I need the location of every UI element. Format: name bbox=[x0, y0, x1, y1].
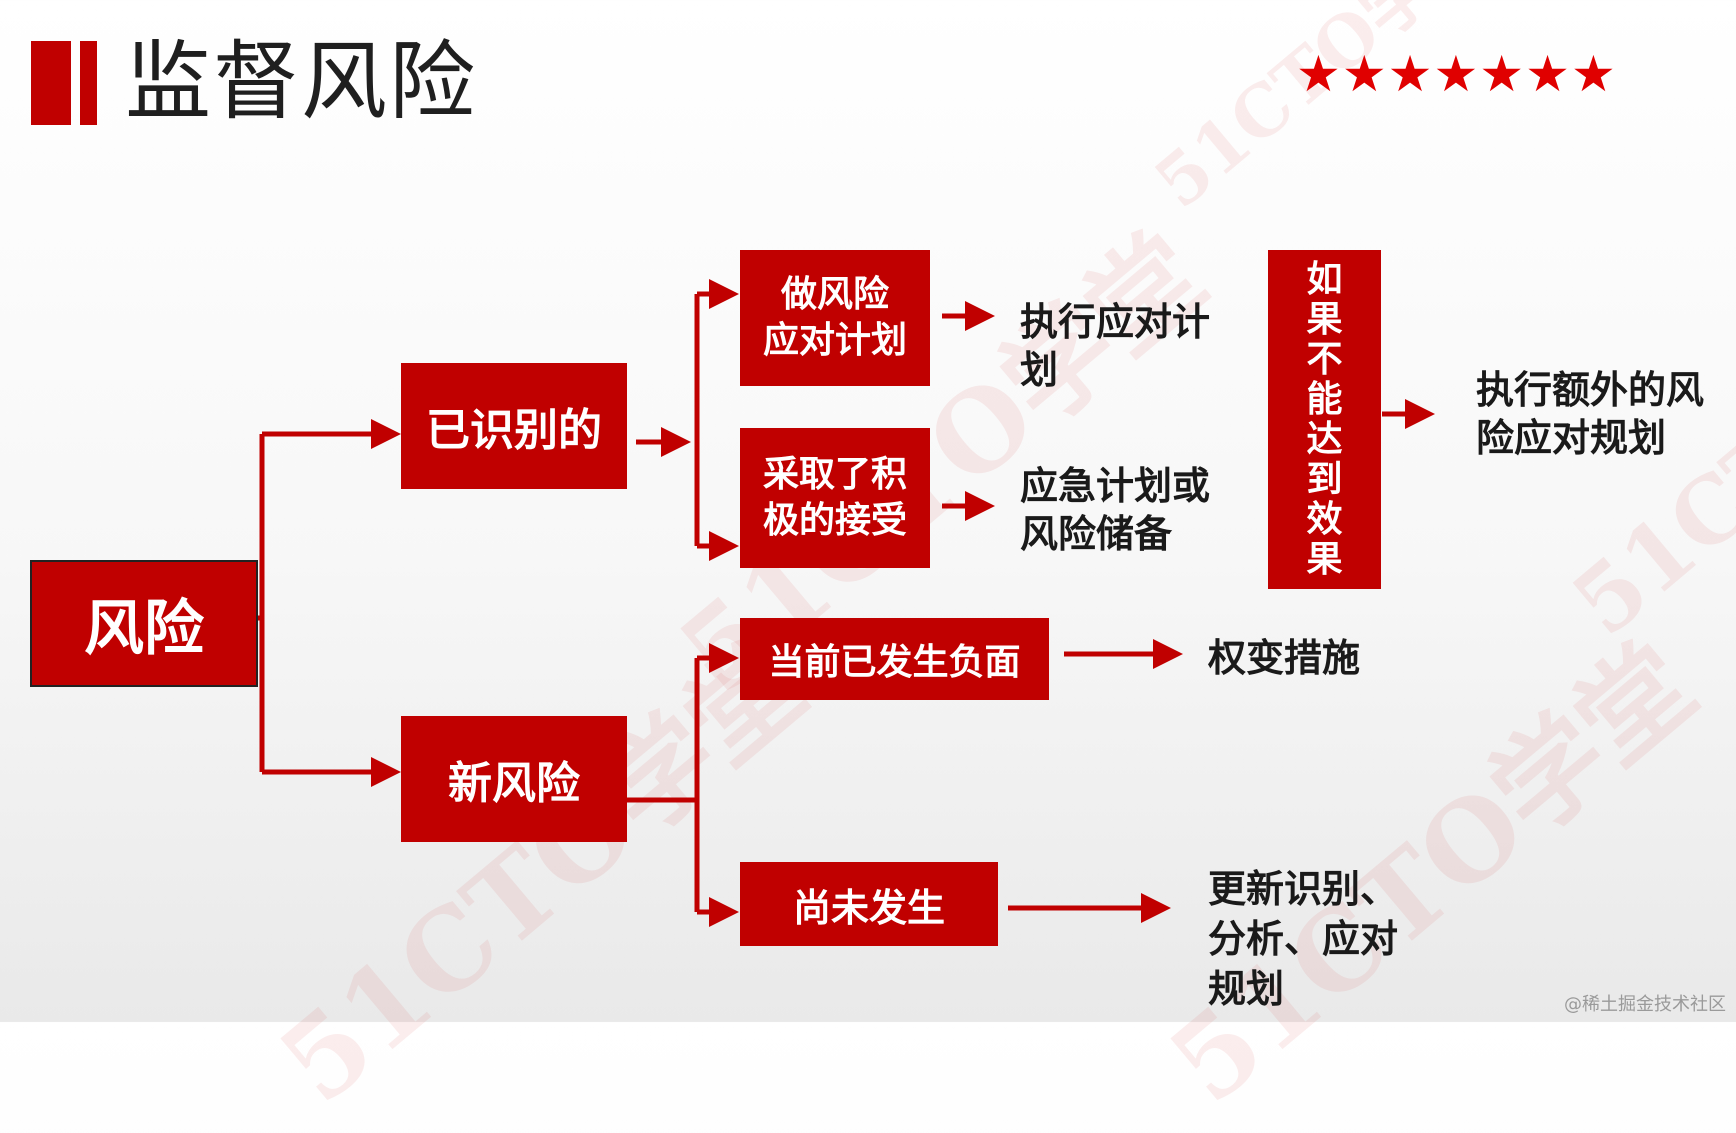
node-if-not-effective: 如 果 不 能 达 到 效 果 bbox=[1268, 250, 1381, 589]
outcome-update-line-1: 更新识别、 bbox=[1208, 867, 1399, 911]
page-title: 监督风险 bbox=[125, 32, 477, 132]
title-accent-bar-narrow bbox=[80, 41, 97, 125]
outcome-update-line-3: 规划 bbox=[1208, 967, 1285, 1011]
outcome-extra-plan: 执行额外的风 险应对规划 bbox=[1476, 366, 1704, 462]
outcome-update: 更新识别、 分析、应对 规划 bbox=[1208, 864, 1398, 1014]
vertical-char-1: 如 bbox=[1306, 258, 1343, 300]
node-make-plan-line-2: 应对计划 bbox=[762, 320, 907, 361]
vertical-char-5: 达 bbox=[1306, 418, 1343, 460]
outcome-execute-plan: 执行应对计 划 bbox=[1020, 298, 1210, 394]
node-new-risk: 新风险 bbox=[401, 716, 627, 842]
node-active-accept-line-1: 采取了积 bbox=[762, 454, 907, 495]
node-risk: 风险 bbox=[30, 560, 258, 687]
rating-stars: ★★★★★★★ bbox=[1296, 45, 1617, 103]
connector-lines bbox=[257, 279, 1435, 927]
title-accent-bar-wide bbox=[31, 41, 71, 125]
node-make-plan: 做风险 应对计划 bbox=[740, 250, 930, 386]
outcome-execute-plan-line-2: 划 bbox=[1020, 348, 1059, 392]
outcome-execute-plan-line-1: 执行应对计 bbox=[1020, 300, 1211, 344]
vertical-char-8: 果 bbox=[1306, 538, 1343, 580]
vertical-char-4: 能 bbox=[1306, 378, 1343, 420]
outcome-update-line-2: 分析、应对 bbox=[1208, 917, 1399, 961]
outcome-contingency-line-1: 应急计划或 bbox=[1020, 464, 1211, 508]
vertical-char-7: 效 bbox=[1306, 498, 1343, 540]
outcome-extra-plan-line-2: 险应对规划 bbox=[1476, 416, 1667, 460]
connector-root-trunk bbox=[257, 434, 265, 772]
source-credit: @稀土掘金技术社区 bbox=[1564, 994, 1726, 1015]
vertical-char-2: 果 bbox=[1306, 298, 1343, 340]
vertical-char-6: 到 bbox=[1306, 458, 1343, 500]
outcome-contingency: 应急计划或 风险储备 bbox=[1020, 462, 1210, 558]
outcome-extra-plan-line-1: 执行额外的风 bbox=[1476, 368, 1705, 412]
node-identified: 已识别的 bbox=[401, 363, 627, 489]
outcome-contingency-line-2: 风险储备 bbox=[1020, 512, 1173, 556]
node-make-plan-line-1: 做风险 bbox=[780, 274, 889, 315]
vertical-char-3: 不 bbox=[1306, 338, 1343, 380]
node-occurred: 当前已发生负面 bbox=[740, 618, 1049, 700]
node-active-accept: 采取了积 极的接受 bbox=[740, 428, 930, 568]
node-active-accept-line-2: 极的接受 bbox=[762, 500, 907, 541]
node-not-occurred: 尚未发生 bbox=[740, 862, 998, 946]
outcome-workaround: 权变措施 bbox=[1208, 636, 1361, 680]
